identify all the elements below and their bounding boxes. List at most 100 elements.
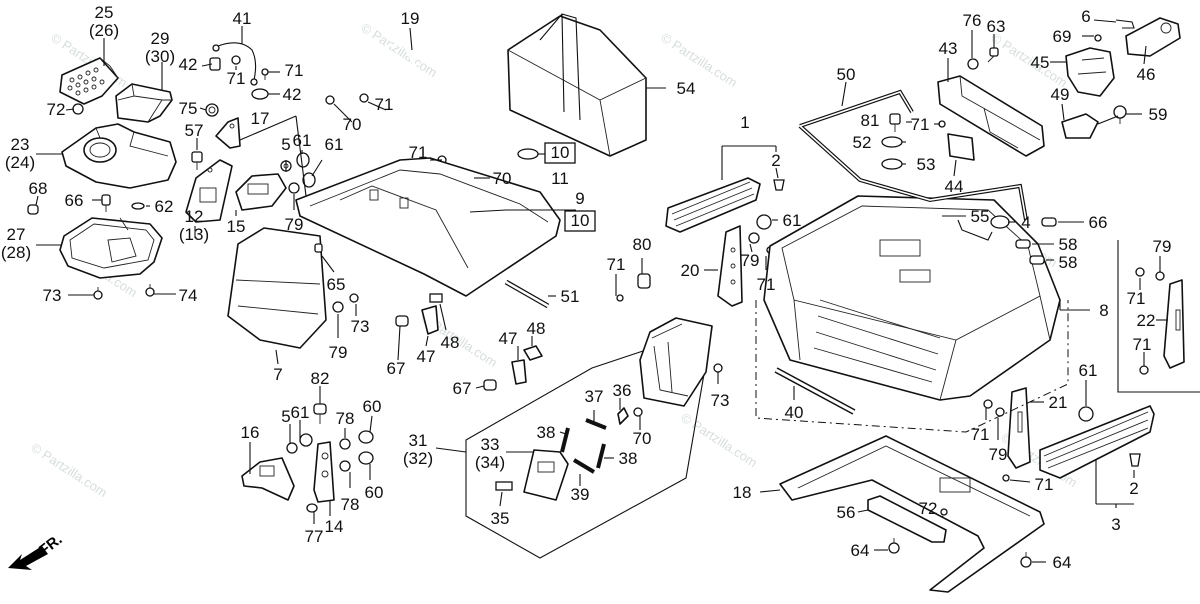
part-48-hinge-cap (429, 293, 443, 303)
callout-alt-number: (13) (179, 225, 209, 244)
part-61-grommet (299, 433, 313, 447)
callout-61: 61 (291, 403, 310, 422)
part-46-key-cylinder (1125, 17, 1181, 57)
callout-number: 71 (375, 95, 394, 114)
callout-71: 71 (971, 425, 990, 444)
callout-number: 62 (155, 197, 174, 216)
part-71-clip (359, 93, 369, 103)
callout-number: 71 (285, 61, 304, 80)
callout-59: 59 (1149, 105, 1168, 124)
callout-64: 64 (851, 541, 870, 560)
callout-72: 72 (47, 100, 66, 119)
callout-number: 41 (233, 9, 252, 28)
part-59-bolt (1113, 105, 1127, 124)
callout-43: 43 (939, 39, 958, 58)
callout-48: 48 (441, 333, 460, 352)
callout-number: 51 (561, 287, 580, 306)
callout-65: 65 (327, 275, 346, 294)
callout-41: 41 (233, 9, 252, 28)
callout-63: 63 (987, 17, 1006, 36)
callout-47: 47 (499, 329, 518, 348)
callout-number: 77 (305, 527, 324, 546)
part-73-screw (349, 293, 359, 303)
callout-number: 79 (285, 215, 304, 234)
callout-number: 15 (227, 217, 246, 236)
callout-number: 72 (47, 100, 66, 119)
part-71-screw (261, 68, 269, 80)
part-60-grommet (358, 451, 374, 465)
callout-58: 58 (1059, 235, 1078, 254)
callout-number: 73 (43, 286, 62, 305)
callout-71: 71 (757, 275, 776, 294)
part-73-screw (713, 363, 723, 373)
part-66-bolt (101, 194, 111, 212)
callout-number: 33 (481, 435, 500, 454)
part-39-strip (572, 458, 596, 474)
callout-57: 57 (185, 121, 204, 140)
callout-number: 37 (585, 387, 604, 406)
callout-alt-number: (32) (403, 449, 433, 468)
part-64-bolt (888, 538, 900, 554)
callout-number: 42 (179, 55, 198, 74)
callout-number: 73 (711, 391, 730, 410)
callout-29: 29(30) (145, 29, 175, 66)
part-31-side-pocket (639, 317, 713, 407)
callout-60: 60 (363, 397, 382, 416)
callout-number: 82 (311, 369, 330, 388)
callout-73: 73 (43, 286, 62, 305)
callout-38: 38 (537, 423, 556, 442)
part-57-bolt (191, 151, 203, 170)
callout-number: 61 (783, 211, 802, 230)
callout-number: 38 (537, 423, 556, 442)
callout-61: 61 (325, 135, 344, 154)
callout-number: 11 (551, 169, 569, 188)
callout-number: 27 (7, 225, 26, 244)
callout-number: 78 (336, 409, 355, 428)
part-61-grommet (756, 214, 772, 230)
part-27-tray (59, 217, 163, 279)
part-69-screw (1094, 34, 1102, 42)
part-72-nut (72, 103, 84, 115)
callout-number: 4 (1021, 213, 1030, 232)
callout-number: 72 (919, 499, 938, 518)
part-41-rod (212, 42, 258, 86)
callout-67: 67 (453, 379, 472, 398)
callout-number: 67 (387, 359, 406, 378)
callout-18: 18 (733, 483, 752, 502)
part-61-grommet (296, 152, 310, 168)
callout-73: 73 (711, 391, 730, 410)
callout-number: 9 (575, 189, 584, 208)
part-81-bolt (889, 113, 901, 132)
callout-number: 42 (283, 85, 302, 104)
part-74-screw (145, 284, 155, 297)
part-6-clip (1115, 19, 1135, 29)
callout-number: 19 (401, 9, 420, 28)
callout-69: 69 (1053, 27, 1072, 46)
callout-71: 71 (911, 115, 930, 134)
callout-61: 61 (783, 211, 802, 230)
watermark: © Partzilla.com (658, 30, 740, 90)
callout-alt-number: (28) (1, 243, 31, 262)
part-29-cover-block (115, 83, 173, 123)
callout-80: 80 (633, 235, 652, 254)
callout-number: 44 (945, 177, 964, 196)
callout-number: 35 (491, 509, 510, 528)
part-63-bolt (987, 47, 999, 63)
callout-77: 77 (305, 527, 324, 546)
callout-74: 74 (179, 286, 198, 305)
part-25-vent-cover (59, 57, 119, 105)
part-79-washer (332, 301, 344, 313)
callout-number: 79 (989, 445, 1008, 464)
part-17-bracket (215, 117, 241, 149)
callout-71: 71 (1035, 475, 1054, 494)
part-49-striker (1061, 113, 1099, 139)
callout-number: 23 (11, 135, 30, 154)
callout-51: 51 (561, 287, 580, 306)
callout-number: 63 (987, 17, 1006, 36)
part-3-rear-lamp (1039, 405, 1155, 479)
callout-66: 66 (1089, 213, 1108, 232)
part-47-hinge-plate (421, 305, 439, 335)
callout-9: 9 (575, 189, 584, 208)
callout-31: 31(32) (403, 431, 433, 468)
callout-71: 71 (227, 69, 246, 88)
